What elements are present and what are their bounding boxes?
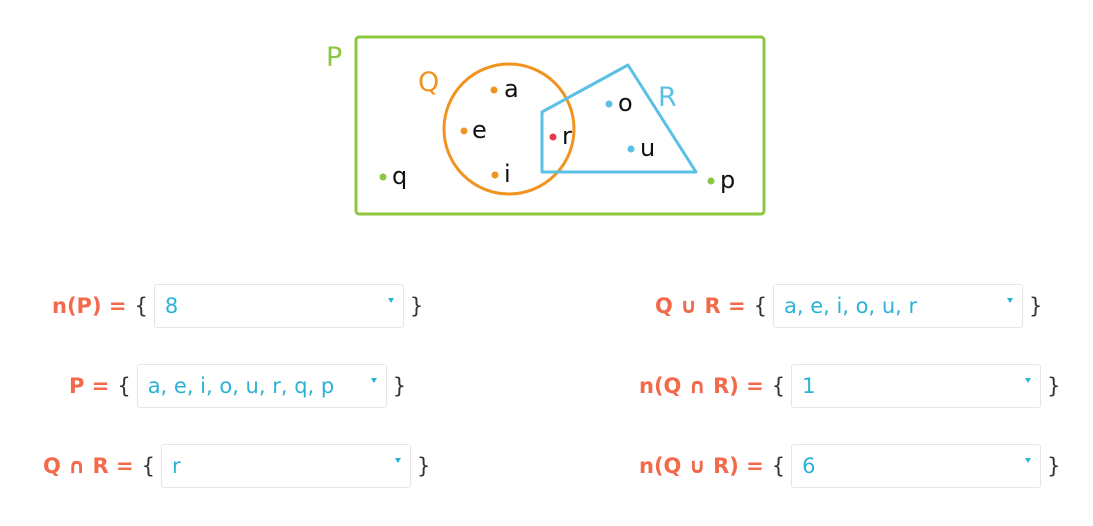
answer-dropdown-q-intersect-r[interactable]: r xyxy=(160,444,411,488)
element-i-label: i xyxy=(504,160,511,188)
question-label: P = xyxy=(69,374,110,398)
open-brace: { xyxy=(753,294,767,318)
set-p-label: P xyxy=(326,42,342,73)
open-brace: { xyxy=(771,374,786,398)
dropdown-selected-value: 8 xyxy=(164,294,179,318)
dropdown-selected-value: a, e, i, o, u, r, q, p xyxy=(147,374,335,398)
question-n-q-intersect-r: n(Q ∩ R) = { 1 } xyxy=(639,364,1061,408)
element-u: u xyxy=(627,134,655,162)
set-p-rectangle xyxy=(354,35,766,216)
question-label: n(Q ∩ R) = xyxy=(639,374,764,398)
question-q-intersect-r: Q ∩ R = { r } xyxy=(43,444,430,488)
element-q-label: q xyxy=(392,162,407,190)
question-label: Q ∪ R = xyxy=(655,294,746,318)
chevron-down-icon xyxy=(387,298,394,303)
set-r-label: R xyxy=(658,82,677,113)
open-brace: { xyxy=(771,454,786,478)
question-n-p: n(P) = { 8 } xyxy=(52,284,423,328)
chevron-down-icon xyxy=(1006,298,1013,303)
venn-diagram: P Q R a e i r o u q p xyxy=(326,35,766,216)
element-r: r xyxy=(549,122,572,150)
answer-dropdown-n-q-intersect-r[interactable]: 1 xyxy=(791,364,1042,408)
question-label: Q ∩ R = xyxy=(43,454,134,478)
answer-dropdown-p[interactable]: a, e, i, o, u, r, q, p xyxy=(136,364,387,408)
question-q-union-r: Q ∪ R = { a, e, i, o, u, r } xyxy=(655,284,1042,328)
chevron-down-icon xyxy=(1025,378,1032,383)
element-e: e xyxy=(460,116,487,144)
element-e-label: e xyxy=(472,116,487,144)
chevron-down-icon xyxy=(370,378,377,383)
set-q-circle xyxy=(442,62,576,196)
element-r-dot xyxy=(549,133,557,141)
question-label: n(Q ∪ R) = xyxy=(639,454,764,478)
question-n-q-union-r: n(Q ∪ R) = { 6 } xyxy=(639,444,1061,488)
close-brace: } xyxy=(1028,294,1043,318)
answer-dropdown-n-p[interactable]: 8 xyxy=(153,284,404,328)
dropdown-selected-value: 1 xyxy=(802,374,816,398)
close-brace: } xyxy=(416,454,431,478)
element-o-label: o xyxy=(618,89,633,117)
open-brace: { xyxy=(134,294,148,318)
element-i: i xyxy=(491,160,511,188)
answer-dropdown-q-union-r[interactable]: a, e, i, o, u, r xyxy=(772,284,1023,328)
dropdown-selected-value: r xyxy=(171,454,181,478)
chevron-down-icon xyxy=(1025,458,1032,463)
element-u-label: u xyxy=(640,134,655,162)
open-brace: { xyxy=(117,374,131,398)
element-u-dot xyxy=(627,145,635,153)
dropdown-selected-value: 6 xyxy=(802,454,816,478)
element-q: q xyxy=(379,162,407,190)
element-q-dot xyxy=(379,173,387,181)
set-r-polygon xyxy=(540,63,698,174)
close-brace: } xyxy=(392,374,407,398)
element-i-dot xyxy=(491,171,499,179)
element-p-dot xyxy=(707,177,715,185)
element-o-dot xyxy=(605,100,613,108)
close-brace: } xyxy=(1047,374,1061,398)
element-a: a xyxy=(490,75,519,103)
element-e-dot xyxy=(460,127,468,135)
element-o: o xyxy=(605,89,633,117)
element-r-label: r xyxy=(562,122,572,150)
answer-dropdown-n-q-union-r[interactable]: 6 xyxy=(791,444,1042,488)
close-brace: } xyxy=(1047,454,1061,478)
element-p: p xyxy=(707,166,735,194)
element-a-dot xyxy=(490,86,498,94)
question-p: P = { a, e, i, o, u, r, q, p } xyxy=(69,364,406,408)
element-p-label: p xyxy=(720,166,735,194)
open-brace: { xyxy=(141,454,155,478)
question-label: n(P) = xyxy=(52,294,127,318)
element-a-label: a xyxy=(504,75,519,103)
dropdown-selected-value: a, e, i, o, u, r xyxy=(783,294,918,318)
chevron-down-icon xyxy=(394,458,401,463)
set-q-label: Q xyxy=(418,67,439,98)
close-brace: } xyxy=(409,294,424,318)
